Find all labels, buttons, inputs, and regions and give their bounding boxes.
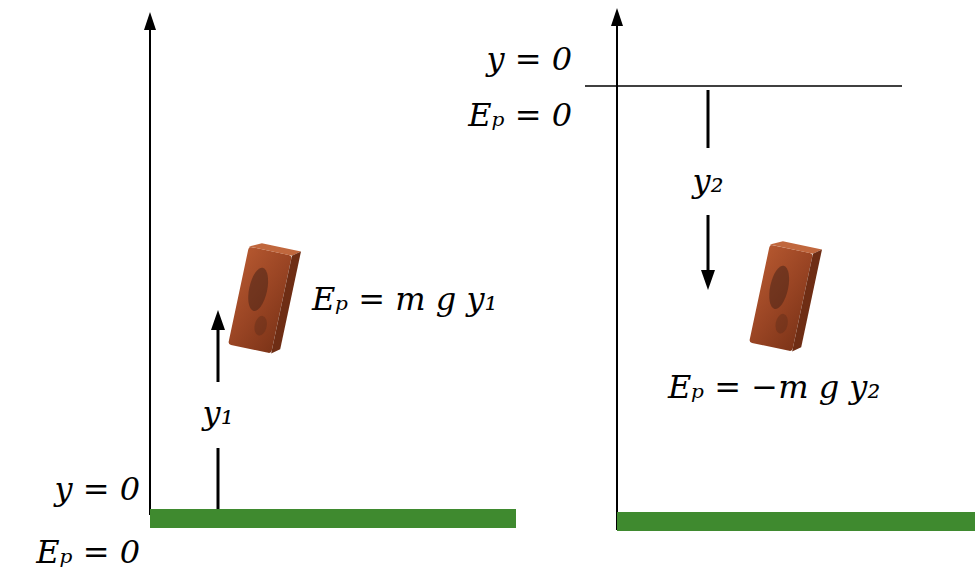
vertical-axis	[616, 24, 618, 530]
axis-origin-label: y = 0	[54, 472, 140, 507]
depth-arrow	[707, 90, 710, 148]
depth-arrowhead	[701, 270, 715, 290]
energy-formula: Eₚ = −m g y₂	[668, 370, 880, 405]
energy-zero-label: Eₚ = 0	[36, 535, 140, 570]
ground-bar	[617, 512, 975, 531]
reference-line	[585, 85, 902, 87]
energy-zero-label: Eₚ = 0	[468, 98, 572, 133]
energy-formula: Eₚ = m g y₁	[312, 282, 497, 317]
depth-arrow	[707, 215, 710, 272]
brick	[749, 239, 822, 353]
height-arrowhead	[211, 310, 225, 330]
height-arrow	[217, 328, 220, 382]
vertical-axis	[149, 28, 151, 515]
axis-origin-label: y = 0	[486, 42, 572, 77]
axis-arrowhead	[144, 12, 156, 30]
height-arrow	[217, 448, 220, 509]
brick	[228, 241, 301, 355]
height-label: y₁	[200, 396, 237, 431]
depth-label: y₂	[690, 164, 727, 199]
axis-arrowhead	[611, 8, 623, 26]
ground-bar	[150, 509, 516, 528]
